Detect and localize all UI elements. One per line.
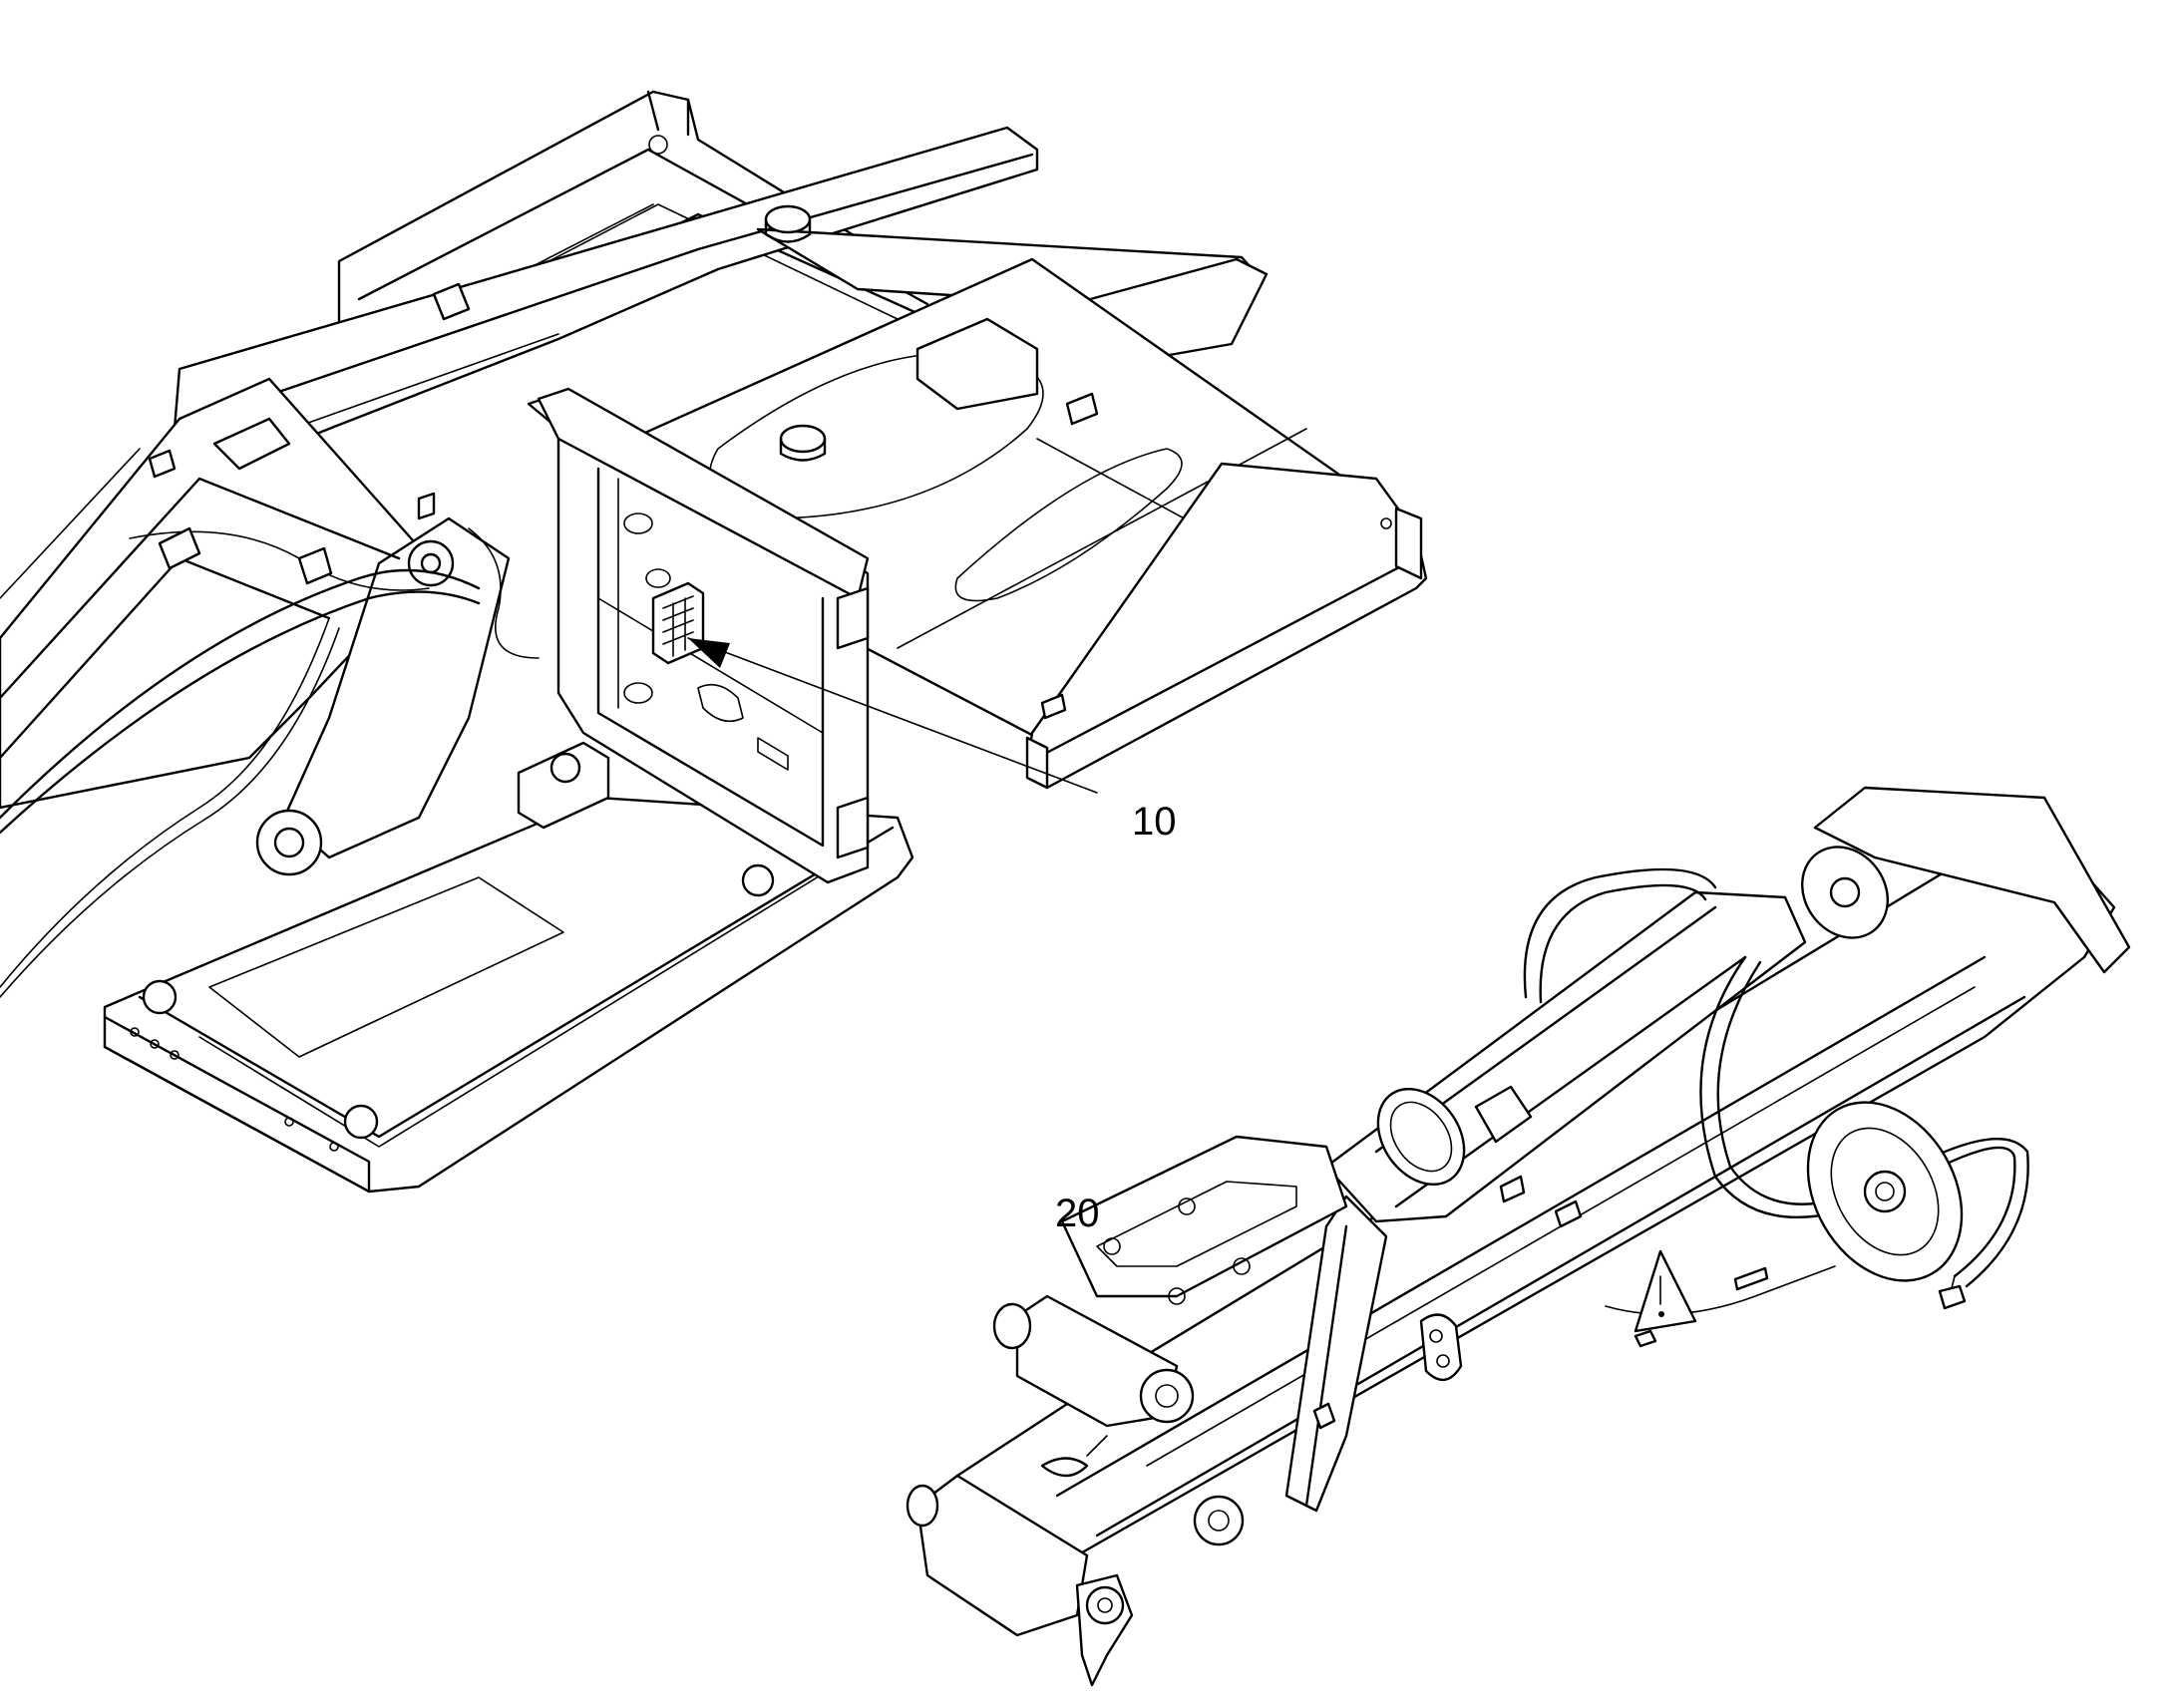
- wire-harness: [0, 492, 540, 998]
- boom-arm: [0, 377, 511, 876]
- clevis-head: [992, 1135, 1348, 1428]
- callout-20: 20: [1055, 1192, 1100, 1235]
- boom-tip: [906, 1474, 1245, 1687]
- callout-10: 10: [687, 637, 1177, 844]
- warning-triangle-icon: [1634, 1249, 1697, 1333]
- boom-cylinder-assembly: [906, 786, 2131, 1687]
- callout-label-10: 10: [1132, 800, 1177, 844]
- pulley-wheel: [1806, 1101, 1964, 1282]
- main-frame-assembly: [0, 90, 1428, 1194]
- callout-label-20: 20: [1055, 1192, 1100, 1235]
- hydraulic-cylinder: [1324, 846, 1889, 1223]
- right-rail: [1025, 462, 1428, 790]
- relay-fuse-block: [651, 581, 705, 665]
- leader-arrowhead: [688, 638, 730, 668]
- brackets: [148, 282, 1099, 720]
- leader-line-10: [687, 637, 1098, 794]
- boom-fittings: [1040, 1175, 1769, 1478]
- link-arm: [1284, 786, 2131, 1513]
- lower-base-frame: [103, 741, 914, 1194]
- filler-caps: [764, 204, 1039, 462]
